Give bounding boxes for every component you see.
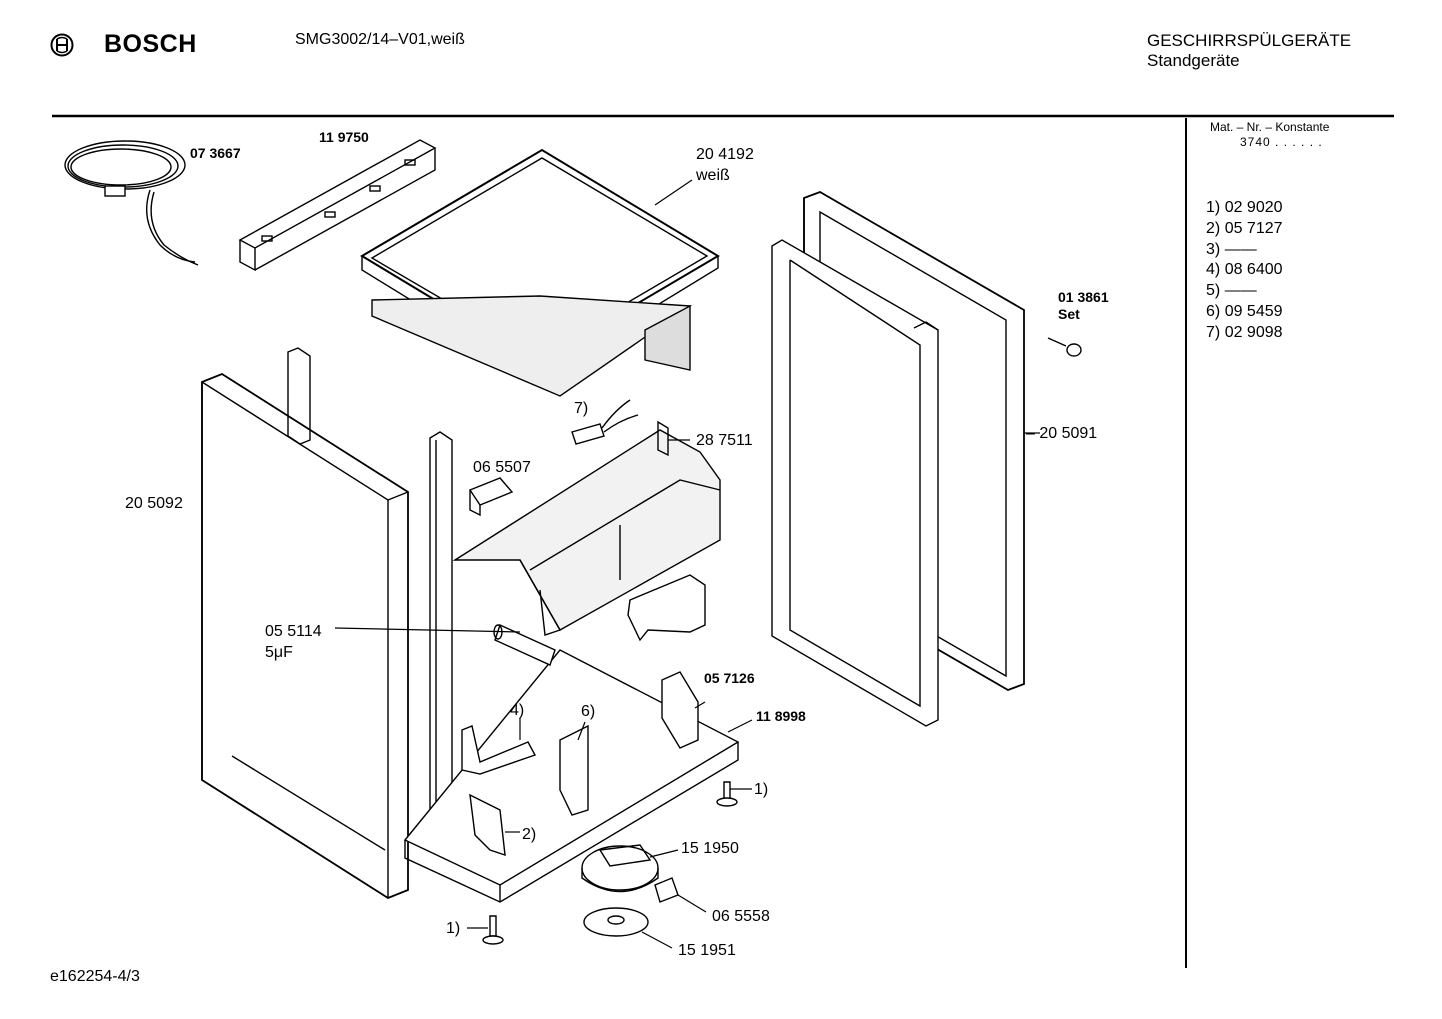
- label-part-6: 6): [581, 703, 596, 720]
- label-rail: 11 9750: [319, 129, 369, 145]
- parts-list: 1) 02 9020 2) 05 7127 3) —— 4) 08 6400 5…: [1206, 198, 1283, 344]
- label-top-number: 20 4192: [696, 146, 754, 163]
- list-item: 1) 02 9020: [1206, 199, 1283, 216]
- label-part-1-right: 1): [754, 781, 769, 798]
- clip-icon: [654, 877, 679, 903]
- list-item: 7) 02 9098: [1206, 323, 1283, 341]
- drawing-id: e162254-4/3: [50, 968, 140, 985]
- bosch-logo-icon: [50, 33, 74, 57]
- motor-housing-icon: [452, 429, 721, 636]
- label-set-word: Set: [1058, 306, 1080, 322]
- leveling-foot-left-icon: [482, 915, 504, 945]
- label-bracket: 28 7511: [696, 432, 753, 449]
- pump-icon: [581, 844, 659, 893]
- model-number: SMG3002/14–V01,weiß: [295, 31, 465, 48]
- list-item: 2) 05 7127: [1206, 219, 1283, 237]
- bracket-4-icon: [461, 725, 537, 775]
- hose-connector-icon: [627, 574, 706, 642]
- label-hinge: 05 7126: [704, 670, 755, 686]
- label-set-number: 01 3861: [1058, 289, 1109, 305]
- set-screw-icon: [1047, 337, 1082, 357]
- bracket-icon: [657, 420, 669, 457]
- list-item: 6) 09 5459: [1206, 302, 1283, 320]
- label-clip: 06 5558: [712, 908, 770, 925]
- insulation-slab-icon: [371, 295, 693, 397]
- label-part-4: 4): [510, 702, 525, 719]
- label-part-2: 2): [522, 826, 537, 843]
- label-disc: 15 1951: [678, 942, 736, 959]
- category-subtitle: Standgeräte: [1147, 51, 1240, 70]
- label-side-left: 20 5092: [125, 495, 183, 512]
- label-part-1-left: 1): [446, 920, 461, 937]
- label-base: 11 8998: [756, 708, 806, 724]
- label-top-color: weiß: [696, 167, 730, 184]
- list-item: 5) ——: [1206, 282, 1257, 300]
- bracket-2-icon: [469, 793, 506, 857]
- label-part-7: 7): [574, 400, 589, 417]
- right-front-frame-icon: [771, 239, 939, 727]
- left-side-panel-icon: [201, 372, 409, 900]
- sidebar-heading: Mat. – Nr. – Konstante: [1210, 120, 1330, 134]
- label-capacitor: 05 5114: [265, 623, 322, 640]
- label-cord: 07 3667: [190, 145, 241, 161]
- mounting-rail-icon: [238, 139, 437, 272]
- category-title: GESCHIRRSPÜLGERÄTE: [1147, 31, 1352, 50]
- disc-icon: [583, 907, 649, 937]
- label-side-right: – 20 5091: [1026, 425, 1098, 442]
- brand-name: BOSCH: [104, 30, 197, 58]
- leveling-foot-right-icon: [716, 781, 738, 807]
- capacitor-icon: [493, 624, 556, 666]
- switch-icon: [468, 477, 514, 517]
- left-strip-icon: [287, 347, 311, 445]
- label-pump: 15 1950: [681, 840, 739, 857]
- front-channel-icon: [429, 431, 453, 827]
- small-capacitor-icon: [571, 399, 639, 445]
- label-switch: 06 5507: [473, 459, 531, 476]
- bracket-6-icon: [559, 724, 589, 816]
- list-item: 4) 08 6400: [1206, 261, 1283, 279]
- hinge-icon: [661, 671, 699, 749]
- sidebar-constant: 3740 . . . . . .: [1240, 135, 1323, 149]
- list-item: 3) ——: [1206, 240, 1257, 258]
- power-cord-icon: [64, 140, 199, 266]
- label-capacitor-value: 5μF: [265, 644, 293, 661]
